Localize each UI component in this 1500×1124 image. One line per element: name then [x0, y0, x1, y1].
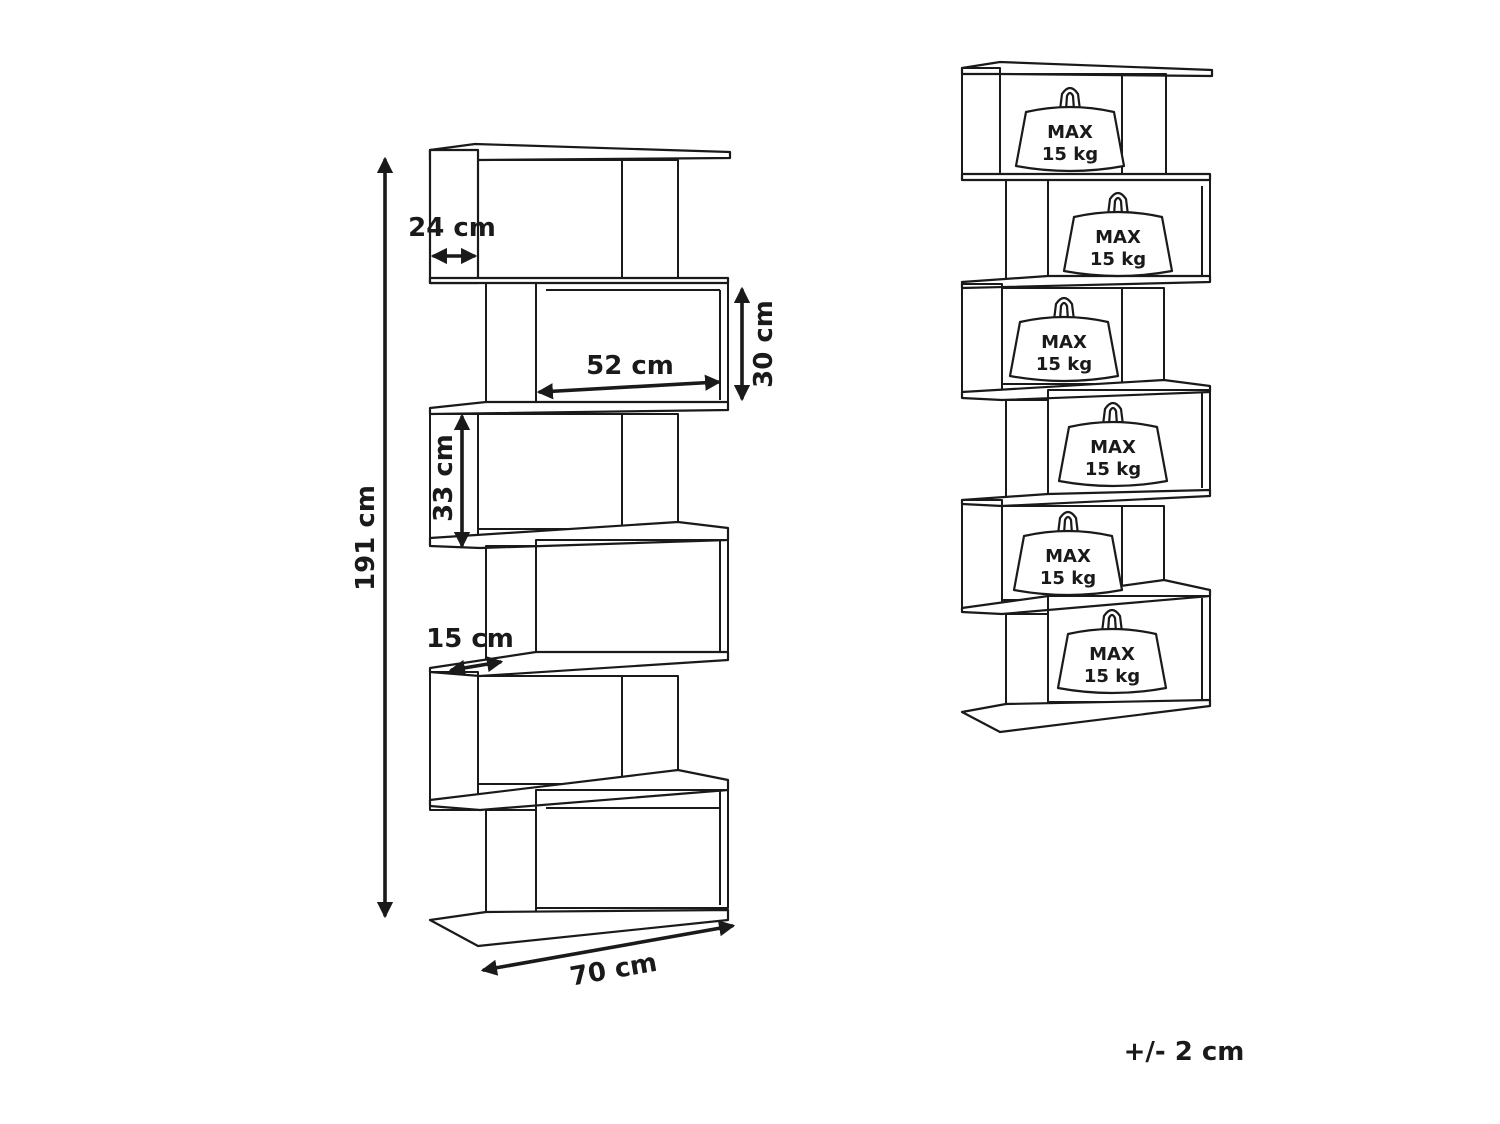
shelf-height-small-label: 30 cm	[749, 300, 779, 388]
weight-label-kg: 15 kg	[1084, 666, 1140, 687]
weight-label-max: MAX	[1095, 227, 1141, 248]
right-bookcase-drawing	[960, 60, 1214, 734]
weight-handle	[1101, 401, 1125, 426]
depth-top-label: 24 cm	[408, 213, 496, 243]
weight-body	[1014, 105, 1126, 173]
weight-label-kg: 15 kg	[1085, 459, 1141, 480]
weight-body	[1062, 210, 1174, 278]
shelf-width-arrow	[536, 374, 722, 400]
weight-label-kg: 15 kg	[1040, 568, 1096, 589]
weight-body	[1057, 420, 1169, 488]
weight-handle	[1058, 86, 1082, 111]
weight-label-kg: 15 kg	[1042, 144, 1098, 165]
weight-label-kg: 15 kg	[1036, 354, 1092, 375]
weight-body	[1008, 315, 1120, 383]
weight-label-max: MAX	[1090, 437, 1136, 458]
depth-inner-label: 15 cm	[426, 624, 514, 654]
weight-handle	[1106, 191, 1130, 216]
left-bookcase-drawing	[428, 142, 732, 948]
depth-inner-arrow	[448, 656, 504, 676]
weight-label-max: MAX	[1041, 332, 1087, 353]
dimension-arrows	[376, 156, 751, 976]
height-total-label: 191 cm	[351, 485, 381, 591]
weight-body	[1012, 529, 1124, 597]
weight-body	[1056, 627, 1168, 695]
weight-handle	[1052, 296, 1076, 321]
shelf-width-label: 52 cm	[586, 351, 674, 381]
weight-label-max: MAX	[1089, 644, 1135, 665]
weight-label-max: MAX	[1047, 122, 1093, 143]
tolerance-label: +/- 2 cm	[1124, 1037, 1245, 1067]
weight-label-max: MAX	[1045, 546, 1091, 567]
weight-handle	[1100, 608, 1124, 633]
weight-label-kg: 15 kg	[1090, 249, 1146, 270]
shelf-height-large-label: 33 cm	[429, 434, 459, 522]
width-total-arrow	[480, 920, 736, 976]
weight-handle	[1056, 510, 1080, 535]
